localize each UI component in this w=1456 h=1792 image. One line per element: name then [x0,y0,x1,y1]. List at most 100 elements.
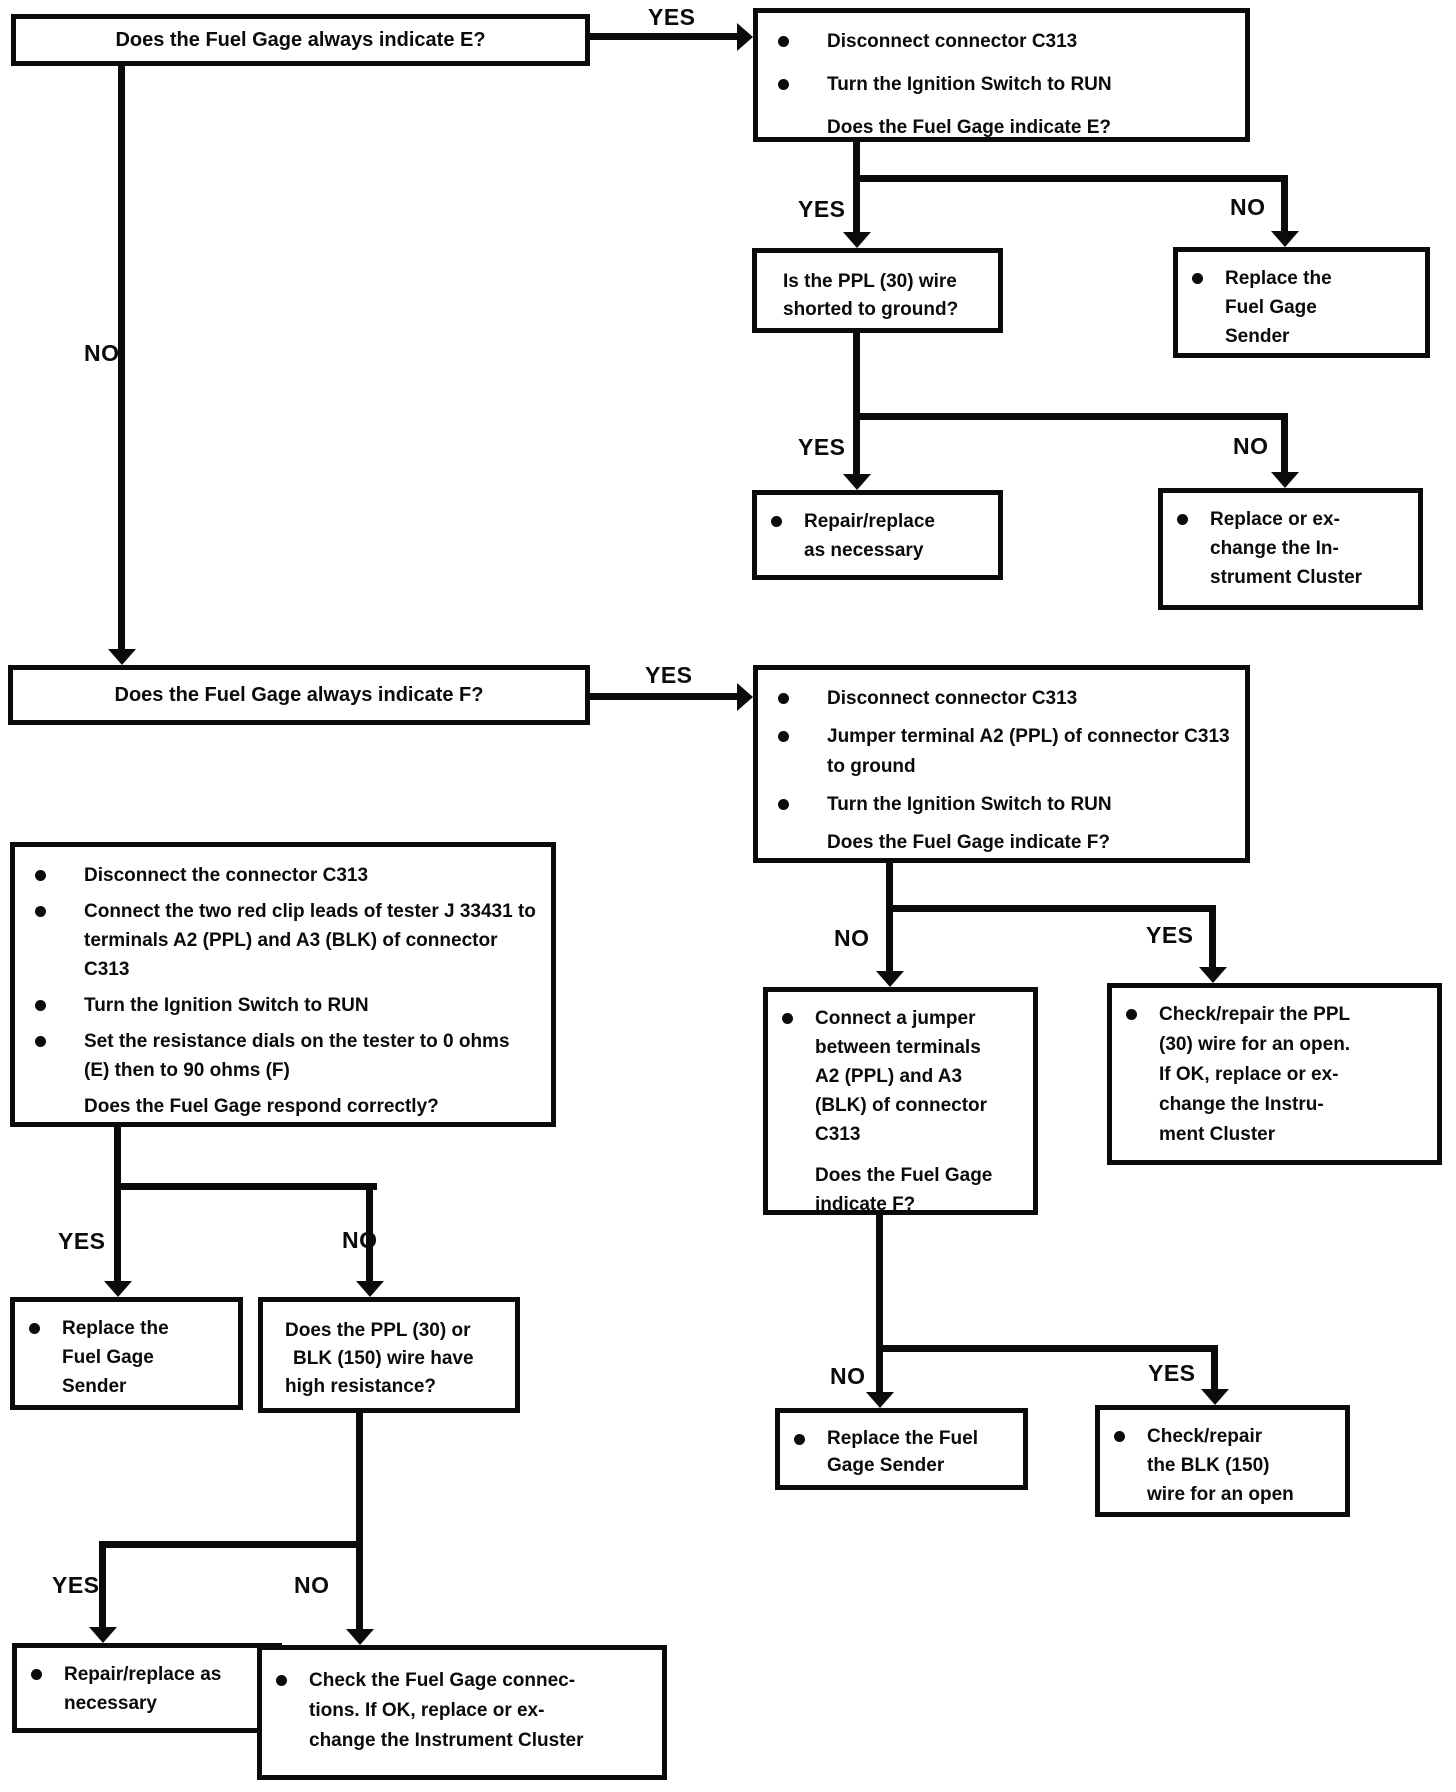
flow-line [356,1413,363,1548]
arrow-down-icon [1201,1389,1229,1405]
bullet-icon [1177,514,1188,525]
step-item: Turn the Ignition Switch to RUN [778,70,1233,100]
step-text: If OK, replace or ex- [1159,1064,1339,1085]
flow-line [886,905,1216,912]
flow-box-jumper-check: Connect a jumper between terminals A2 (P… [763,987,1038,1215]
bullet-icon [1192,273,1203,284]
step-text: Sender [1225,326,1290,347]
step-text: Check/repair [1147,1426,1263,1447]
step-item: Check the Fuel Gage connec- tions. If OK… [276,1666,654,1756]
arrow-down-icon [876,971,904,987]
bullet-icon [771,516,782,527]
bullet-icon [276,1675,287,1686]
arrow-down-icon [1199,967,1227,983]
flow-line [590,33,740,40]
flow-box-replace-sender-c: Replace the Fuel Gage Sender [775,1408,1028,1490]
step-text: Connect a jumper [815,1008,976,1029]
question-text: Does the PPL (30) or [285,1320,471,1341]
flow-line [876,1215,883,1352]
bullet-icon [778,36,789,47]
step-text: wire for an open [1147,1484,1294,1505]
step-text: change the Instru- [1159,1094,1324,1115]
step-item: Set the resistance dials on the tester t… [35,1027,539,1085]
flow-box-high-resistance: Does the PPL (30) or BLK (150) wire have… [258,1297,520,1413]
question-text: Does the Fuel Gage [815,1165,993,1186]
flow-box-repair-replace-bottom: Repair/replace as necessary [12,1643,282,1733]
question-text: Does the Fuel Gage indicate F? [827,832,1110,853]
step-item: Repair/replace as necessary [771,507,990,565]
no-label: NO [830,1363,866,1389]
flow-box-ppl-shorted: Is the PPL (30) wire shorted to ground? [752,248,1003,333]
no-label: NO [1230,194,1266,220]
step-item: Connect the two red clip leads of tester… [35,897,539,984]
step-item: Disconnect the connector C313 [35,861,539,890]
flow-box-replace-cluster-top: Replace or ex- change the In- strument C… [1158,488,1423,610]
step-text: Jumper terminal A2 (PPL) of connector C3… [827,726,1230,777]
flow-box-replace-sender-a: Replace the Fuel Gage Sender [1173,247,1430,358]
flow-box-test-e: Disconnect connector C313 Turn the Ignit… [753,8,1250,142]
flow-box-tester-check: Disconnect the connector C313 Connect th… [10,842,556,1127]
question-text: Does the Fuel Gage indicate E? [827,117,1112,138]
step-text: between terminals [815,1037,981,1058]
step-text: Connect the two red clip leads of tester… [84,901,536,980]
flow-line [853,333,860,420]
step-text: the BLK (150) [1147,1455,1270,1476]
arrow-right-icon [737,23,753,51]
step-item: Replace the Fuel Gage Sender [29,1314,230,1401]
bullet-spacer [778,837,789,848]
bullet-icon [35,1036,46,1047]
flow-box-repair-replace-top: Repair/replace as necessary [752,490,1003,580]
bullet-icon [35,906,46,917]
arrow-down-icon [1271,472,1299,488]
flow-box-replace-sender-b: Replace the Fuel Gage Sender [10,1297,243,1410]
flow-line [356,1548,363,1631]
question-text: Does the Fuel Gage respond correctly? [84,1096,439,1117]
no-label: NO [1233,433,1269,459]
step-item: Disconnect connector C313 [778,27,1233,57]
yes-label: YES [645,662,693,688]
step-item: Turn the Ignition Switch to RUN [778,790,1233,820]
step-item: Replace or ex- change the In- strument C… [1177,505,1410,592]
flow-box-test-f: Disconnect connector C313 Jumper termina… [753,665,1250,863]
flow-line [1281,182,1288,233]
step-text: necessary [64,1693,157,1714]
arrow-down-icon [108,649,136,665]
flow-line [590,693,740,700]
bullet-icon [778,79,789,90]
flow-line [1209,912,1216,969]
step-text: change the In- [1210,538,1339,559]
bullet-spacer [778,122,789,133]
bullet-icon [778,693,789,704]
step-text: A2 (PPL) and A3 [815,1066,963,1087]
step-item: Jumper terminal A2 (PPL) of connector C3… [778,722,1233,782]
bullet-spacer [35,1101,46,1112]
bullet-icon [794,1434,805,1445]
arrow-down-icon [356,1281,384,1297]
bullet-icon [31,1669,42,1680]
question-item: Does the Fuel Gage respond correctly? [35,1092,539,1121]
yes-label: YES [648,4,696,30]
flow-box-check-connections: Check the Fuel Gage connec- tions. If OK… [257,1645,667,1780]
step-text: Fuel Gage [62,1347,154,1368]
step-item: Check/repair the PPL (30) wire for an op… [1126,1000,1429,1150]
bullet-icon [35,1000,46,1011]
yes-label: YES [798,196,846,222]
arrow-down-icon [104,1281,132,1297]
arrow-down-icon [346,1629,374,1645]
question-text: shorted to ground? [783,299,959,320]
yes-label: YES [52,1572,100,1598]
step-text: Sender [62,1376,127,1397]
step-text: C313 [815,1124,861,1145]
question-item: Does the Fuel Gage indicate F? [778,828,1233,858]
arrow-down-icon [843,232,871,248]
flow-line [853,175,1288,182]
question-text: Does the Fuel Gage always indicate F? [114,683,484,706]
step-text: Repair/replace [804,511,935,532]
flow-line [1211,1352,1218,1391]
question-item: Does the Fuel Gage indicate E? [778,113,1233,143]
step-text: (BLK) of connector [815,1095,988,1116]
question-text: high resistance? [285,1376,436,1397]
flow-line [114,1127,121,1190]
step-text: Turn the Ignition Switch to RUN [84,995,369,1016]
step-item: Connect a jumper between terminals A2 (P… [782,1004,1025,1149]
